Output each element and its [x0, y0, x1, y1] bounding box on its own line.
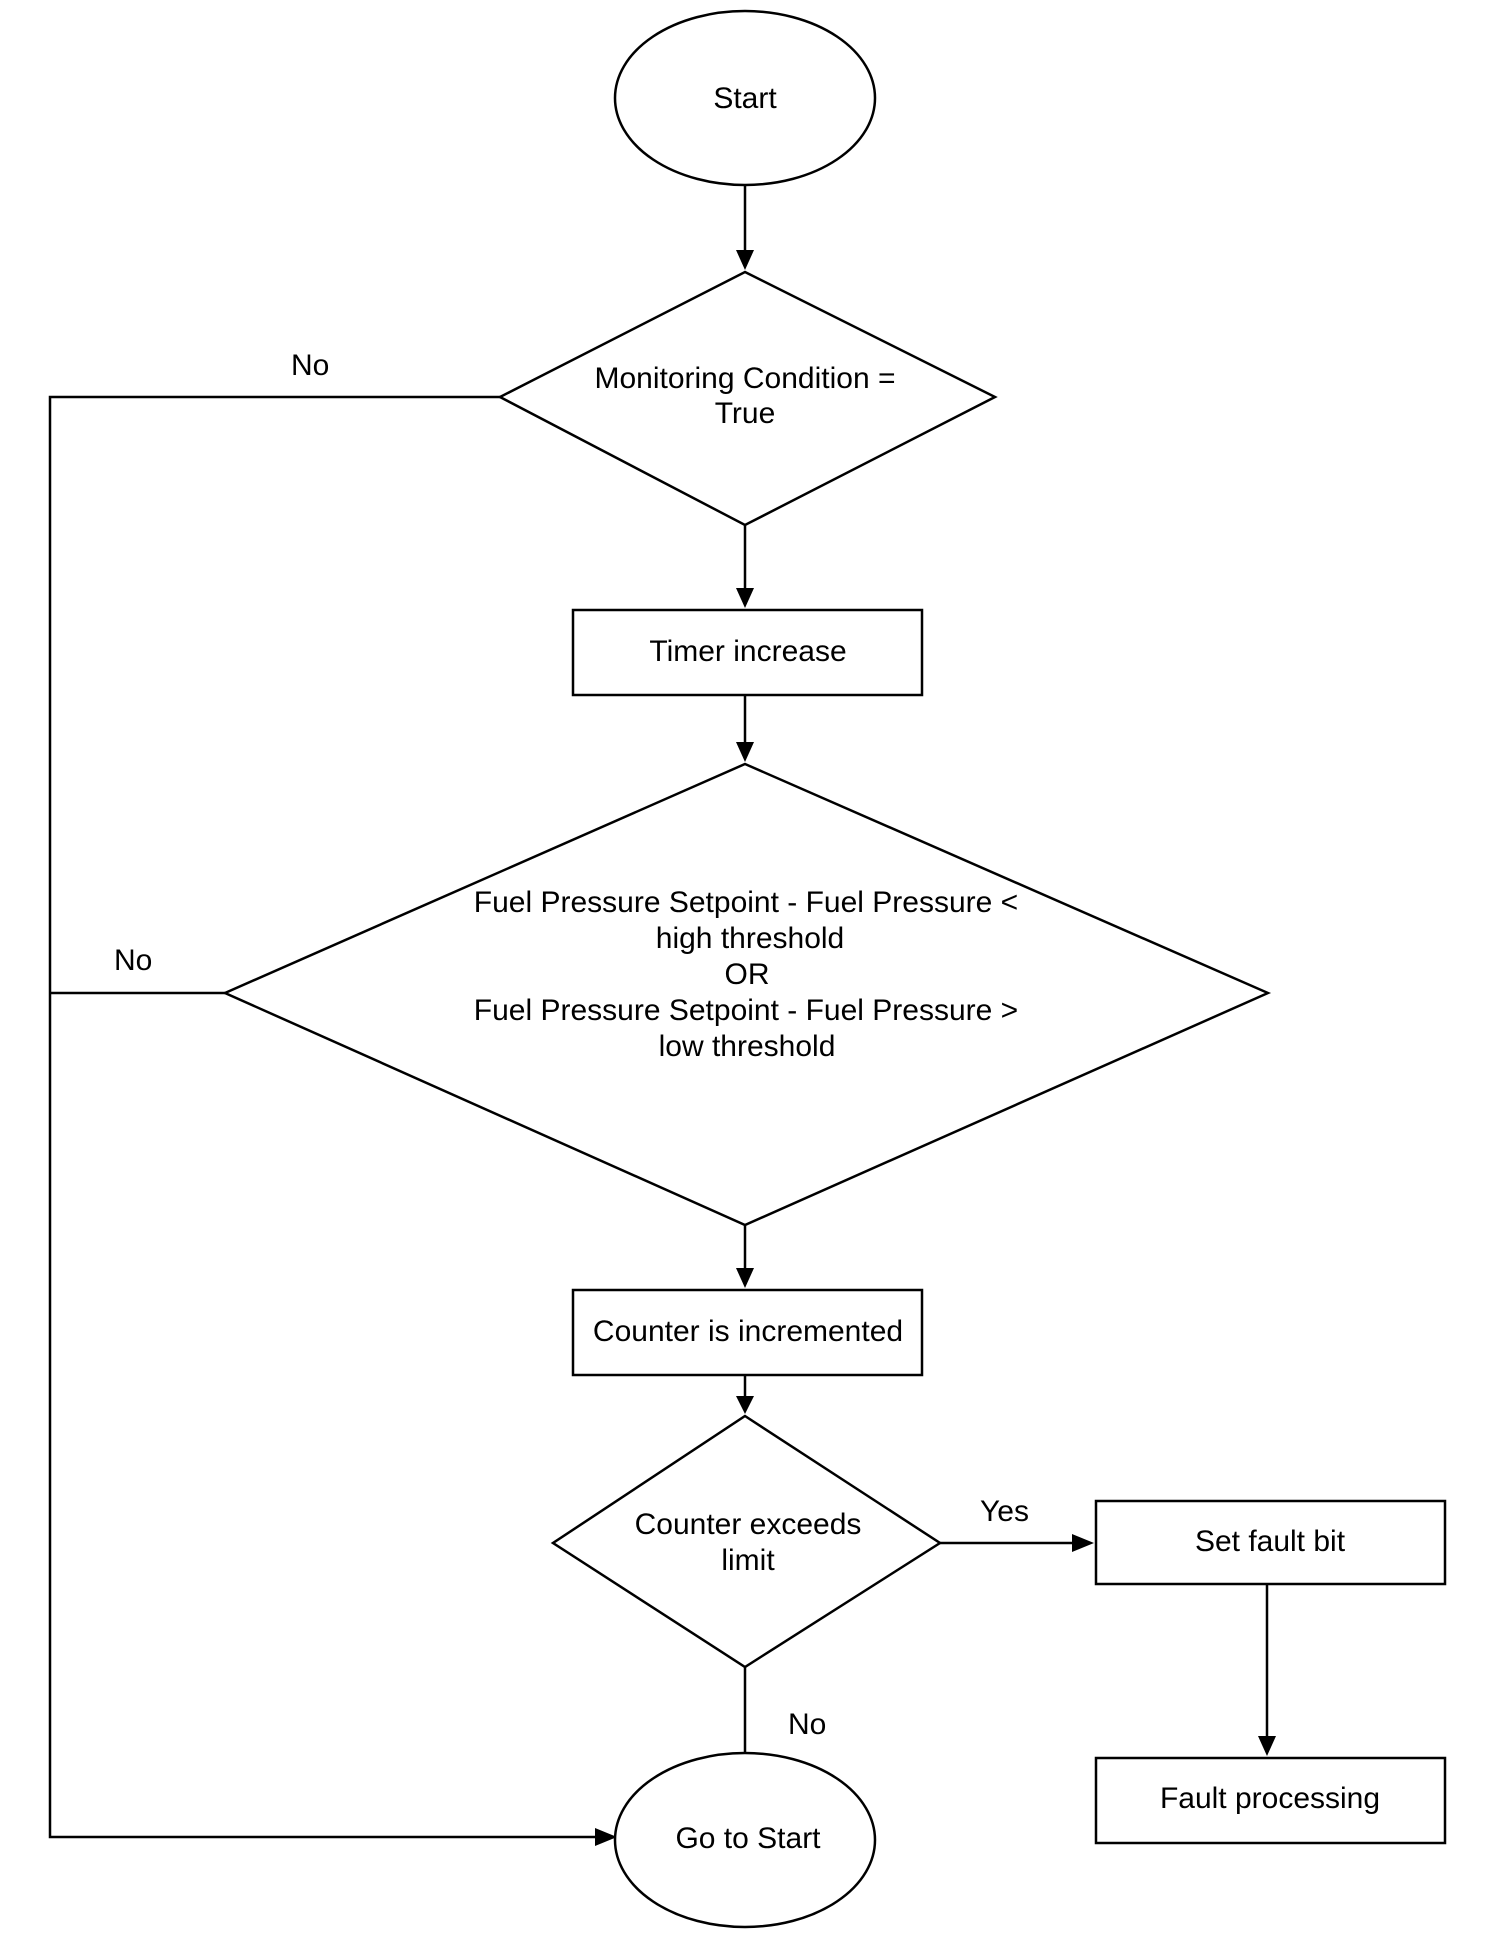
fault-processing-box	[1094, 1756, 1447, 1845]
counter-exceeds-decision: Counter exceeds limit	[550, 1414, 943, 1669]
arrowhead-setfault	[1072, 1534, 1094, 1552]
arrowhead-faultprocessing	[1258, 1736, 1276, 1756]
counter-exceeds-line-2: limit	[721, 1544, 775, 1577]
timer-increase-label: Timer increase	[649, 635, 846, 668]
edge-labels: No No Yes No	[114, 349, 1029, 1741]
counter-incremented-label: Counter is incremented	[593, 1315, 903, 1348]
timer-increase-process: Timer increase	[571, 608, 924, 697]
counter-exceeds-diamond	[550, 1414, 943, 1669]
monitoring-condition-decision: Monitoring Condition = True	[497, 270, 998, 527]
arrowhead-exceeds	[736, 1396, 754, 1414]
counter-incremented-process: Counter is incremented	[571, 1288, 924, 1377]
timer-increase-box	[571, 608, 924, 697]
counter-incremented-box	[571, 1288, 924, 1377]
pressure-check-line-4: Fuel Pressure Setpoint - Fuel Pressure >	[474, 994, 1018, 1027]
go-to-start-node: Go to Start	[613, 1751, 877, 1929]
pressure-check-line-5: low threshold	[659, 1030, 836, 1063]
pressure-check-line-1: Fuel Pressure Setpoint - Fuel Pressure <	[474, 886, 1018, 919]
start-node: Start	[613, 9, 877, 187]
monitoring-condition-diamond	[497, 270, 998, 527]
fault-processing-process: Fault processing	[1094, 1756, 1447, 1845]
set-fault-bit-label: Set fault bit	[1195, 1525, 1346, 1558]
pressure-check-line-2: high threshold	[656, 922, 844, 955]
set-fault-bit-box	[1094, 1499, 1447, 1586]
arrowhead-no-loop	[595, 1828, 617, 1846]
start-ellipse	[613, 9, 877, 187]
go-to-start-label: Go to Start	[675, 1822, 821, 1855]
monitoring-condition-line-2: True	[715, 397, 776, 430]
edge-label-monitoring-no: No	[291, 349, 329, 382]
edge-label-counter-yes: Yes	[980, 1495, 1029, 1528]
set-fault-bit-process: Set fault bit	[1094, 1499, 1447, 1586]
connectors	[48, 185, 1269, 1839]
monitoring-condition-line-1: Monitoring Condition =	[594, 362, 895, 395]
pressure-check-line-3: OR	[725, 958, 770, 991]
fault-processing-label: Fault processing	[1160, 1782, 1380, 1815]
edge-label-pressure-no: No	[114, 944, 152, 977]
edge-monitoring-no-loop	[48, 395, 597, 1839]
arrowheads	[595, 250, 1276, 1846]
go-to-start-ellipse	[613, 1751, 877, 1929]
arrowhead-monitoring	[736, 250, 754, 270]
start-label: Start	[713, 82, 777, 115]
arrowhead-timer	[736, 588, 754, 608]
pressure-check-diamond	[221, 762, 1272, 1227]
counter-exceeds-line-1: Counter exceeds	[635, 1508, 862, 1541]
arrowhead-counter	[736, 1268, 754, 1288]
edge-label-counter-no: No	[788, 1708, 826, 1741]
arrowhead-pressure	[736, 742, 754, 762]
pressure-check-decision: Fuel Pressure Setpoint - Fuel Pressure <…	[221, 762, 1272, 1227]
